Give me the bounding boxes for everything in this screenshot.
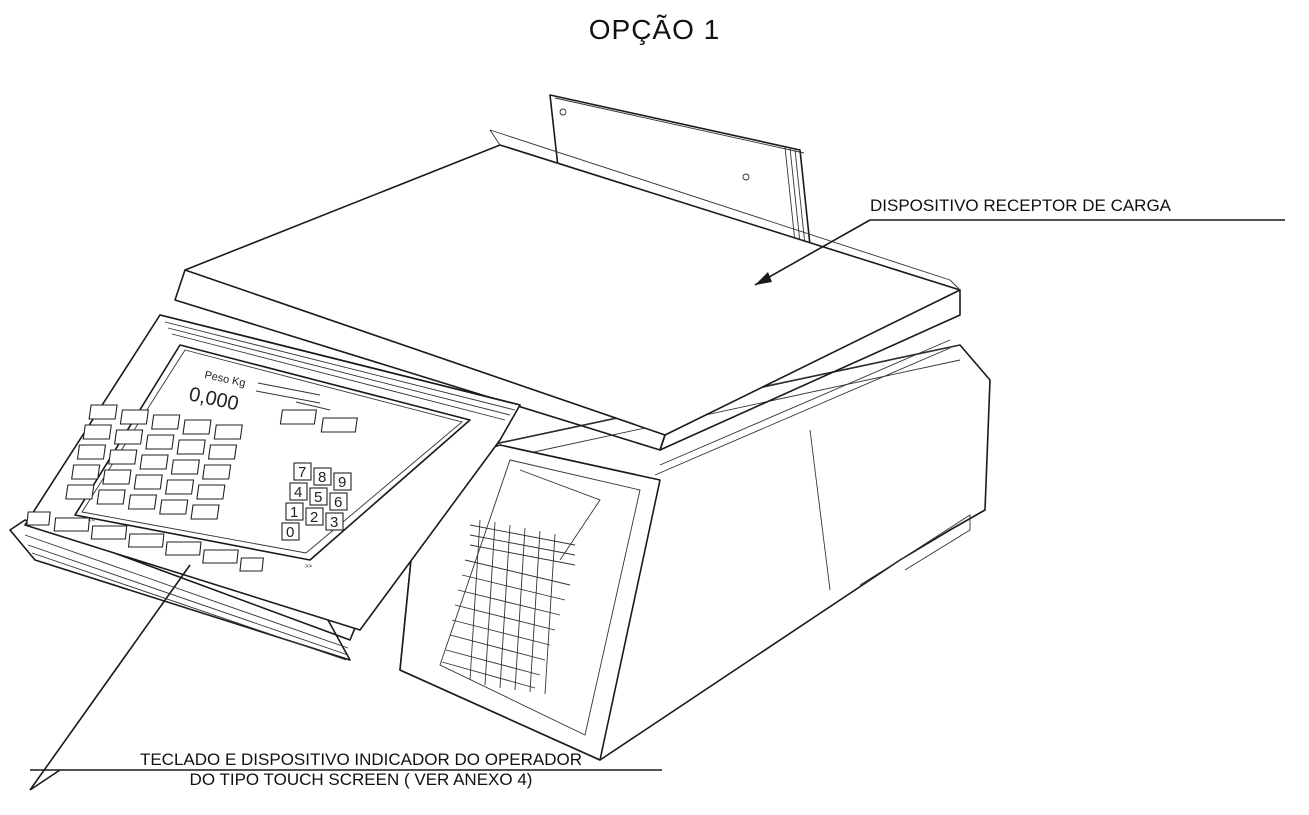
bottom-button-row [26,511,264,572]
keypad-key [281,522,300,541]
callout-load-receptor: DISPOSITIVO RECEPTOR DE CARGA [870,196,1172,215]
callout-keyboard-line2: DO TIPO TOUCH SCREEN ( VER ANEXO 4) [189,770,533,789]
leader-lines [29,219,1285,791]
weighing-platter [174,129,961,476]
keypad-key [285,502,304,521]
keypad-digit: 5 [314,489,322,506]
page-title: OPÇÃO 1 [588,14,721,45]
nav-prev: << [88,518,96,524]
keypad-digit: 3 [330,514,338,531]
nav-next: >> [305,564,313,570]
keypad-digit: 1 [290,504,298,521]
keypad-key [293,462,312,481]
operator-console [9,314,521,661]
keypad-digit: 9 [338,474,346,491]
keypad-digit: 2 [310,509,318,526]
callout-keyboard-line1: TECLADO E DISPOSITIVO INDICADOR DO OPERA… [139,750,583,769]
keypad-digit: 6 [334,494,342,511]
keypad-key [313,467,332,486]
keypad-key [329,492,348,511]
keypad-key [305,507,324,526]
keypad-digit: 7 [298,464,306,481]
keypad-digit: 0 [286,524,294,541]
keypad-digit: 8 [318,469,326,486]
keypad-key [325,512,344,531]
callout-keyboard: TECLADO E DISPOSITIVO INDICADOR DO OPERA… [60,750,662,790]
keypad-key [333,472,352,491]
printer-module [399,444,661,761]
plu-key-grid [65,404,243,520]
keypad-key [309,487,328,506]
keypad-digit: 4 [294,484,302,501]
keypad-key [289,482,308,501]
